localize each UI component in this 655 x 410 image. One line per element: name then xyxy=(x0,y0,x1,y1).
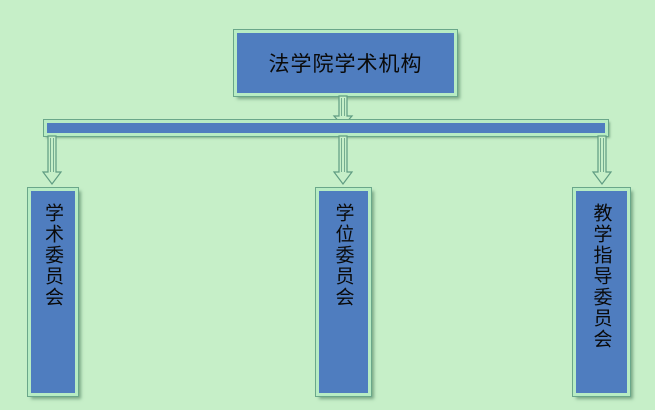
child-node-academic-committee: 学术委员会 xyxy=(28,188,78,396)
child-node-label: 学术委员会 xyxy=(42,203,64,308)
child-node-teaching-committee: 教学指导委员会 xyxy=(573,188,630,396)
connector-bar xyxy=(44,120,608,136)
down-arrow-icon xyxy=(332,135,354,185)
child-node-label: 教学指导委员会 xyxy=(590,203,613,350)
child-node-label: 学位委员会 xyxy=(332,203,355,308)
child-node-degree-committee: 学位委员会 xyxy=(316,188,371,396)
down-arrow-icon xyxy=(591,135,613,185)
root-node-label: 法学院学术机构 xyxy=(268,52,423,76)
root-node-box: 法学院学术机构 xyxy=(234,30,457,96)
down-arrow-icon xyxy=(41,135,63,185)
